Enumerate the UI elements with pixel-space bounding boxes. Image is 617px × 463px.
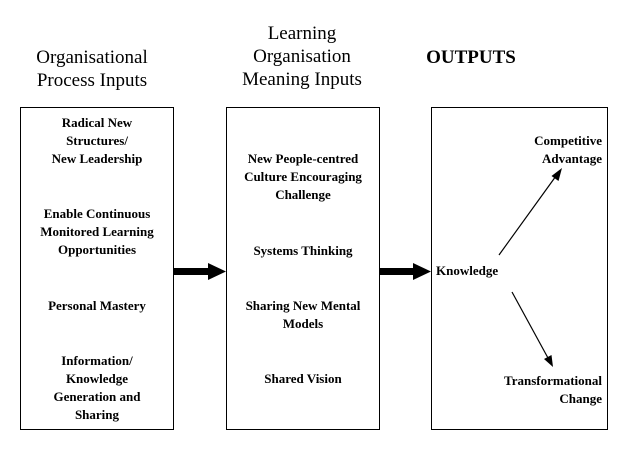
outputs-box [431,107,608,430]
heading-meaning-inputs: Learning Organisation Meaning Inputs [222,22,382,91]
thick-arrow-meaning-to-outputs [380,263,431,280]
item-line: Advantage [542,151,602,166]
heading-outputs: OUTPUTS [411,46,531,69]
heading-line: Organisational [36,47,148,68]
process-item-information-knowledge: Information/ Knowledge Generation and Sh… [20,352,174,424]
item-line: New Leadership [51,151,143,166]
item-line: Change [559,391,602,406]
item-line: Monitored Learning [40,224,154,239]
meaning-inputs-box [226,107,380,430]
item-line: Radical New [61,115,133,130]
process-inputs-box [20,107,174,430]
meaning-item-people-centred-culture: New People-centred Culture Encouraging C… [226,150,380,204]
item-line: New People-centred [247,151,359,166]
process-item-personal-mastery: Personal Mastery [20,297,174,315]
item-line: Opportunities [57,242,136,257]
thick-arrow-process-to-meaning [174,263,226,280]
output-competitive-advantage: Competitive Advantage [480,132,602,168]
output-knowledge: Knowledge [436,262,516,280]
item-line: Sharing [74,407,120,422]
item-line: Enable Continuous [43,206,151,221]
item-line: Shared Vision [264,371,342,386]
heading-process-inputs: Organisational Process Inputs [12,46,172,92]
output-transformational-change: Transformational Change [462,372,602,408]
meaning-item-shared-vision: Shared Vision [226,370,380,388]
heading-line: Process Inputs [36,70,148,91]
item-line: Information/ [61,353,133,368]
item-line: Transformational [504,373,602,388]
item-line: Knowledge [65,371,129,386]
meaning-item-sharing-mental-models: Sharing New Mental Models [226,297,380,333]
heading-line: Learning [267,23,337,44]
item-line: Models [282,316,324,331]
item-line: Culture Encouraging [244,169,362,184]
item-line: Personal Mastery [48,298,146,313]
item-line: Competitive [534,133,602,148]
item-line: Systems Thinking [253,243,353,258]
item-line: Sharing New Mental [245,298,361,313]
item-line: Knowledge [436,263,499,278]
item-line: Structures/ [66,133,128,148]
item-line: Challenge [275,187,331,202]
process-item-enable-continuous-learning: Enable Continuous Monitored Learning Opp… [20,205,174,259]
heading-line: Organisation [253,46,351,67]
arrow-knowledge-to-transformational [511,291,553,367]
meaning-item-systems-thinking: Systems Thinking [226,242,380,260]
process-item-radical-new-structures: Radical New Structures/ New Leadership [20,114,174,168]
heading-line: Meaning Inputs [242,69,362,90]
arrow-knowledge-to-competitive [498,168,562,256]
item-line: Generation and [53,389,141,404]
heading-line: OUTPUTS [426,47,516,68]
